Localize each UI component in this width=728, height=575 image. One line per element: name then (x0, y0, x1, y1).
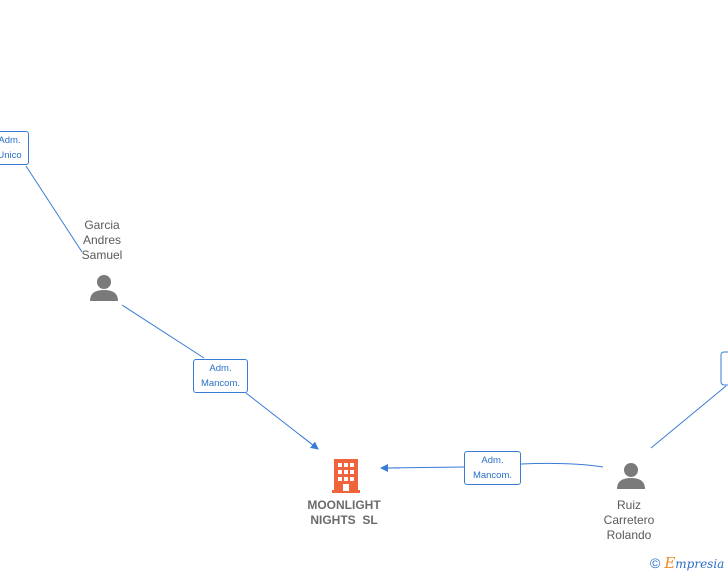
edge-line-ruiz-right (650, 385, 727, 449)
person-label-garcia[interactable]: Garcia Andres Samuel (66, 218, 138, 263)
company-name-line: MOONLIGHT (307, 498, 381, 512)
brand-initial: E (664, 554, 676, 572)
edge-label-line2: Mancom. (200, 378, 241, 389)
edge-label-line2: Mancom. (472, 470, 513, 481)
person-icon[interactable] (617, 463, 645, 489)
copyright-symbol: © (650, 555, 661, 571)
empresia-watermark: ©Empresia (650, 554, 724, 572)
edge-label-line1: Adm. (0, 135, 21, 146)
edge-label-garcia-company[interactable]: Adm. Mancom. (193, 359, 248, 393)
company-name-line: NIGHTS SL (310, 513, 378, 527)
person-name-line: Rolando (606, 528, 652, 542)
company-label[interactable]: MOONLIGHT NIGHTS SL (296, 498, 392, 528)
edge-label-top-left[interactable]: Adm. Unico (0, 131, 29, 165)
edge-arrow-garcia-company (299, 434, 319, 450)
person-name-line: Garcia (84, 218, 120, 232)
person-name-line: Ruiz (616, 498, 641, 512)
edge-label-line1: Adm. (481, 455, 504, 466)
edge-line-top-left (25, 165, 83, 253)
person-label-ruiz[interactable]: Ruiz Carretero Rolando (590, 498, 668, 543)
edge-label-line2: Unico (0, 150, 22, 161)
person-icon[interactable] (90, 275, 118, 301)
person-name-line: Samuel (81, 248, 123, 262)
person-name-line: Carretero (603, 513, 655, 527)
edge-label-ruiz-company[interactable]: Adm. Mancom. (464, 451, 521, 485)
person-name-line: Andres (82, 233, 122, 247)
building-icon[interactable] (332, 459, 360, 493)
edge-label-right-partial[interactable] (720, 351, 728, 386)
brand-rest: mpresia (675, 557, 725, 571)
edge-label-line1: Adm. (209, 363, 232, 374)
